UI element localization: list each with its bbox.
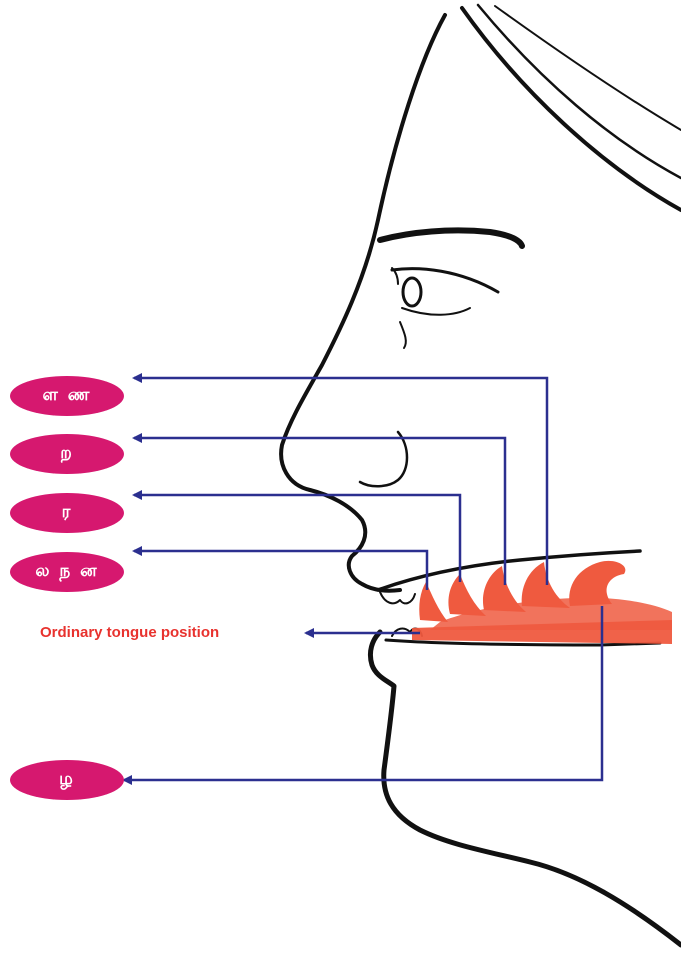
ordinary-tongue-position-label: Ordinary tongue position — [40, 624, 219, 641]
face-profile-drawing — [281, 5, 681, 945]
eyebrow-line — [380, 230, 522, 246]
tongue-position-dental — [419, 582, 448, 622]
label-r: ர — [10, 493, 124, 533]
upper-teeth — [380, 592, 415, 603]
label-zha: ழ — [10, 760, 124, 800]
label-retroflex-l-n-text: ள ண — [43, 385, 92, 407]
arrow-alveolar-r — [134, 438, 505, 585]
hair-line-2 — [478, 5, 681, 178]
label-dental-l-n-text: ல ந ன — [35, 561, 98, 583]
chin-line — [370, 632, 681, 945]
eye-iris — [403, 278, 421, 306]
label-alveolar-r-text: ற — [60, 443, 74, 465]
tongue-position-r — [448, 574, 486, 616]
arrow-r — [134, 495, 460, 582]
forehead-nose-line — [281, 15, 445, 490]
nostril-line — [360, 432, 407, 486]
label-r-text: ர — [62, 502, 73, 524]
hair-line-3 — [495, 6, 681, 130]
arrow-retroflex-l-n — [134, 378, 547, 585]
nose-underside-line — [310, 490, 400, 591]
arrow-dental-l-n — [134, 551, 427, 590]
label-retroflex-l-n: ள ண — [10, 376, 124, 416]
label-dental-l-n: ல ந ன — [10, 552, 124, 592]
label-zha-text: ழ — [59, 769, 75, 791]
tongue-positions — [412, 561, 672, 644]
label-alveolar-r: ற — [10, 434, 124, 474]
eye-lower-lid — [402, 308, 470, 315]
